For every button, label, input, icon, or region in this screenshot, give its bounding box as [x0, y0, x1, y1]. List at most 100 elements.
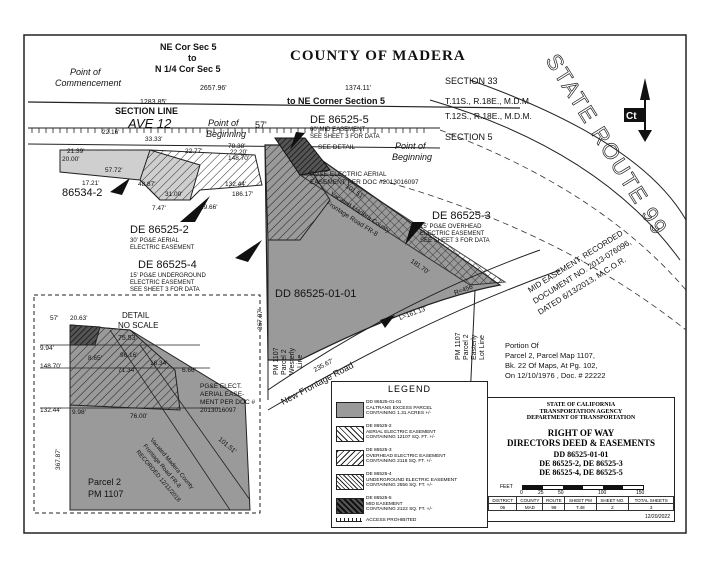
portion-1: Portion Of	[505, 341, 540, 350]
detail-pm: PM 1107	[88, 489, 123, 499]
detail-parcel: Parcel 2	[88, 477, 121, 487]
detail-curve-1	[109, 329, 231, 511]
legend-item-line2: CALTRANS EXCESS PARCEL	[366, 405, 433, 411]
legend-item: DE 86525-4 UNDERGROUND ELECTRIC EASEMENT…	[336, 472, 486, 494]
ne-cor-line1: NE Cor Sec 5	[160, 42, 217, 52]
township-1: T.11S., R.18E., M.D.M.	[445, 96, 531, 106]
leader-de3	[405, 222, 425, 245]
scale-tick: 100	[598, 490, 607, 496]
tb-parcel-3: DE 86525-4, DE 86525-5	[539, 467, 623, 477]
legend-item-line2: MID EASEMENT	[366, 501, 403, 507]
pge-aerial-1: PG&E ELECTRIC AERIAL	[310, 171, 387, 178]
de2-desc2: ELECTRIC EASEMENT	[130, 245, 195, 251]
table-cell: 99	[542, 503, 566, 511]
legend-access-label: ACCESS PROHIBITED	[366, 518, 417, 523]
new-frontage-road-2	[267, 269, 561, 411]
scale-tick: 0	[520, 490, 523, 496]
dist-57: 57'	[255, 120, 267, 130]
detail-865: 8.65'	[88, 355, 102, 362]
sr99-dashed-1	[439, 129, 687, 291]
agency-line1: STATE OF CALIFORNIA	[546, 402, 616, 408]
ave12-label: AVE 12	[127, 116, 172, 131]
new-frontage-road	[267, 249, 541, 391]
legend-title: LEGEND	[387, 384, 431, 394]
legend-item-line1: DE 86525-2	[366, 424, 392, 429]
portion-4: On 12/10/1976 , Doc. # 22222	[505, 371, 606, 380]
legend-item-line3: CONTAINING 2118 SQ. FT. +/-	[366, 459, 433, 465]
detail-14870: 148.70'	[40, 363, 61, 370]
dist-367: 367.87'	[257, 309, 264, 330]
legend-item-line3: CONTAINING 12107 SQ. FT. +/-	[366, 435, 436, 441]
map-frame	[23, 34, 687, 534]
detail-36787: 367.87'	[55, 449, 62, 470]
table-header-row: DISTRICT COUNTY ROUTE SHEET PM SHEET NO.…	[487, 496, 674, 504]
detail-994: 9.94'	[40, 345, 54, 352]
dist-2657: 2657.96'	[200, 85, 227, 92]
b-2220: 22.20'	[230, 149, 248, 156]
legend-item: DE 86525-3 OVERHEAD ELECTRIC EASEMENT CO…	[336, 448, 486, 470]
leader-86534	[110, 178, 130, 195]
de3-id: DE 86525-3	[432, 210, 491, 222]
detail-7553: 75.53'	[118, 335, 137, 342]
b-18617: 186.17'	[232, 191, 253, 198]
portion-3: Bk. 22 Of Maps, At Pg. 102,	[505, 361, 598, 370]
county-title: COUNTY OF MADERA	[290, 48, 466, 64]
table-header: TOTAL SHEETS	[628, 496, 674, 504]
dist-1374: 1374.11'	[345, 85, 371, 92]
b-5772: 57.72'	[105, 167, 123, 174]
pob2-line1: Point of	[395, 141, 427, 151]
sheet-info-table: DISTRICT COUNTY ROUTE SHEET PM SHEET NO.…	[487, 496, 674, 511]
poc-line1: Point of	[70, 67, 102, 77]
legend-item-line2: UNDERGROUND ELECTRIC EASEMENT	[366, 477, 458, 483]
tb-parcel-1: DD 86525-01-01	[553, 449, 609, 459]
p86534: 86534-2	[62, 187, 102, 199]
sr99-west-edge	[429, 99, 681, 261]
legend-access-row: ACCESS PROHIBITED	[336, 518, 486, 527]
scale-tick: 25	[538, 490, 544, 496]
ne-cor-line3: N 1/4 Cor Sec 5	[155, 64, 221, 74]
access-prohibited-ticks	[31, 128, 425, 133]
de5-desc2: SEE SHEET 3 FOR DATA	[310, 134, 380, 140]
legend-item-line2: AERIAL ELECTRIC EASEMENT	[366, 429, 436, 435]
de4-desc1: 15' PG&E UNDERGROUND	[130, 273, 206, 279]
detail-pge2: AERIAL EASE-	[200, 391, 244, 398]
detail-7600: 76.00'	[130, 413, 148, 420]
ave12-south-edge	[27, 143, 441, 149]
detail-aerial-hatch	[69, 324, 181, 411]
legend-item-line3: CONTAINING 1.31 Acres +/-	[366, 411, 432, 417]
portion-2: Parcel 2, Parcel Map 1107,	[505, 351, 595, 360]
pm1107-w-4: Line	[297, 355, 304, 368]
township-2: T.12S., R.18E., M.D.M.	[445, 111, 532, 121]
leader-curve	[380, 315, 395, 328]
legend-swatch-crosshatch	[336, 474, 364, 490]
b-3100: 31.00'	[165, 191, 183, 198]
tb-parcel-2: DE 86525-2, DE 86525-3	[539, 458, 623, 468]
b-2000: 20.00'	[62, 156, 80, 163]
sr99-east-edge	[469, 79, 687, 221]
b-1966: 19.66'	[200, 204, 218, 211]
scale-bar: FEET 0 25 50 100 150	[500, 484, 652, 498]
legend-item-line1: DE 86525-3	[366, 448, 392, 453]
pm1107-e-2: Parcel 2	[463, 334, 470, 360]
leader-de4	[235, 240, 262, 262]
legend-item: DE 86525-5 MID EASEMENT CONTAINING 2122 …	[336, 496, 486, 518]
table-cell: 3	[628, 503, 674, 511]
tb-heading-1: RIGHT OF WAY	[547, 427, 615, 438]
b-3333: 33.33'	[145, 136, 163, 143]
b-13244: 132.44'	[225, 181, 246, 188]
pm1107-w-2: Parcel 2	[281, 349, 288, 375]
de4-desc2: ELECTRIC EASEMENT	[130, 280, 195, 286]
de86525-2-hatch-left	[139, 149, 263, 201]
svg-text:Ct: Ct	[626, 111, 637, 122]
table-header: COUNTY	[516, 496, 544, 504]
legend-item: DE 86525-2 AERIAL ELECTRIC EASEMENT CONT…	[336, 424, 486, 446]
ne-cor-line2: to	[188, 53, 197, 63]
table-header: SHEET NO.	[595, 496, 630, 504]
pm1107-w-1: PM 1107	[273, 347, 280, 375]
de4-desc3: SEE SHEET 3 FOR DATA	[130, 287, 200, 293]
mid-easement-2: DOCUMENT NO. 2013-076096,	[531, 238, 633, 306]
legend-swatch-hatch	[336, 426, 364, 442]
detail-scale: NO SCALE	[118, 321, 158, 330]
title-block: STATE OF CALIFORNIA TRANSPORTATION AGENC…	[487, 397, 675, 522]
